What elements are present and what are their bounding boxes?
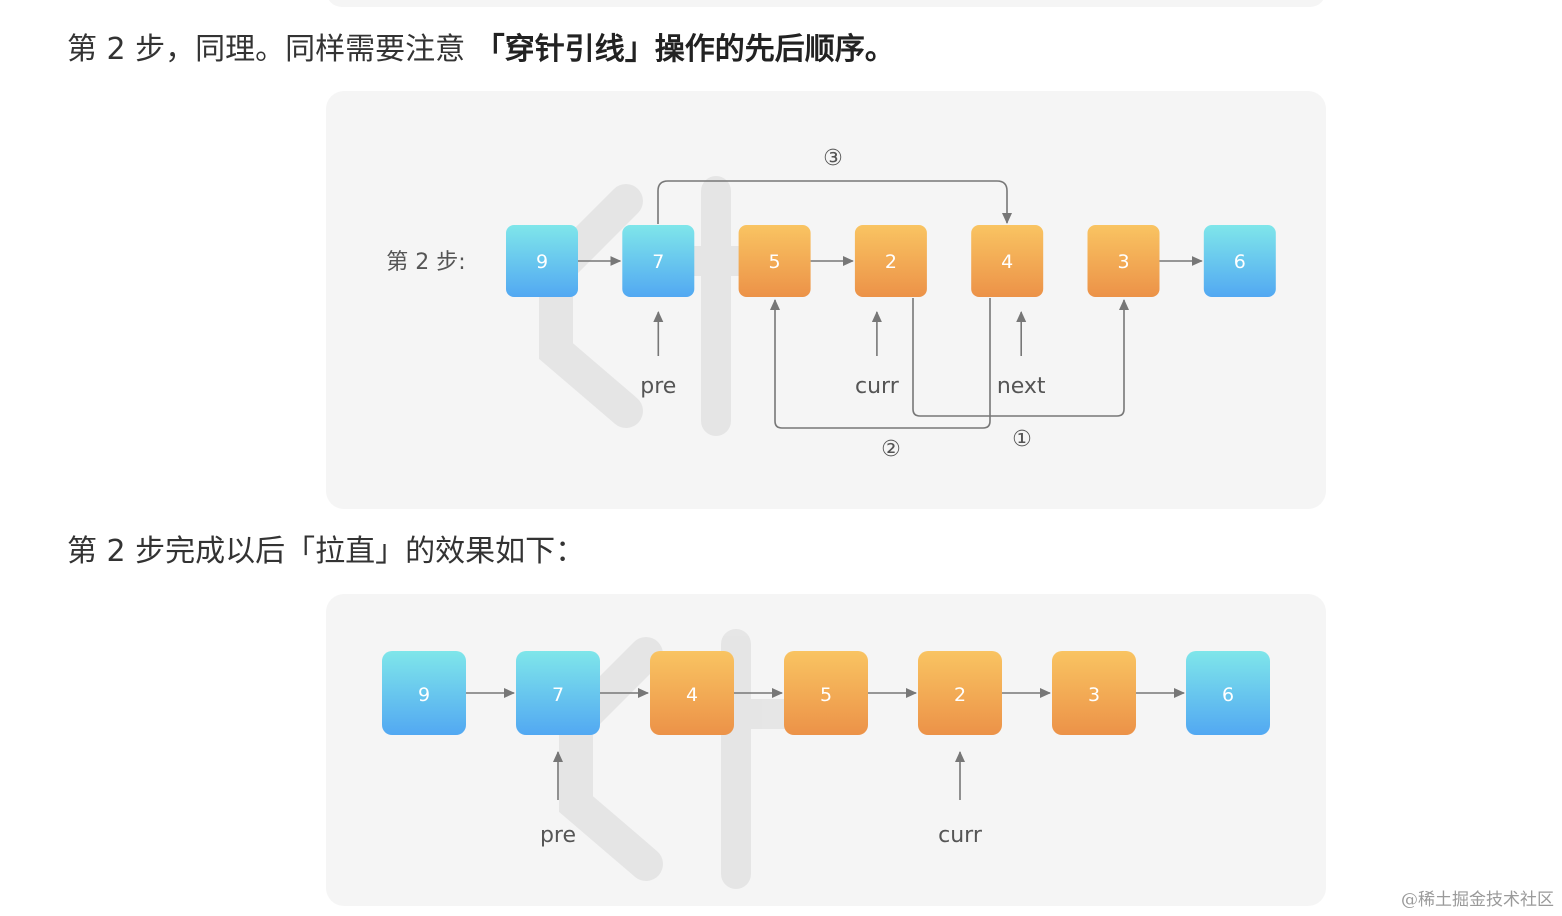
node-box [738,225,811,297]
site-watermark: @稀土掘金技术社区 [1401,890,1554,910]
node-box [1203,225,1276,297]
node-value: 3 [1088,684,1100,706]
node-value: 5 [820,684,832,706]
node-5: 5 [784,651,868,735]
diagram-step2-svg: 第 2 步: 9 7 5 2 4 3 6 pre curr next ③ ① ② [386,146,1276,462]
pointer-label-pre: pre [640,374,676,399]
node-box [918,651,1002,735]
rewire-path-step2 [770,298,991,429]
step-marker-3: ③ [823,146,843,171]
node-2: 2 [854,225,927,297]
node-box [650,651,734,735]
node-box [971,225,1044,297]
node-value: 6 [1222,684,1234,706]
previous-figure-bottom [326,0,1326,7]
node-box [1052,651,1136,735]
node-4: 4 [971,225,1044,297]
node-value: 4 [1001,251,1013,273]
node-value: 2 [885,251,897,273]
node-9: 9 [382,651,466,735]
node-value: 9 [418,684,430,706]
node-7: 7 [622,225,695,297]
node-6: 6 [1203,225,1276,297]
node-value: 6 [1234,251,1246,273]
node-box [506,225,578,297]
node-value: 2 [954,684,966,706]
node-2: 2 [918,651,1002,735]
node-9: 9 [506,225,578,297]
node-3: 3 [1052,651,1136,735]
paragraph-straightened-intro: 第 2 步完成以后「拉直」的效果如下： [67,534,586,569]
node-box [516,651,600,735]
pointer-label-next: next [997,374,1046,399]
paragraph-step2-text: 第 2 步，同理。同样需要注意 [67,32,475,67]
node-7: 7 [516,651,600,735]
node-5: 5 [738,225,811,297]
node-value: 9 [536,251,548,273]
node-box [1186,651,1270,735]
diagram-straightened-svg: 9 7 4 5 2 3 6 pre curr [382,629,1270,889]
node-value: 7 [652,251,664,273]
rewire-path-step3 [657,180,1012,224]
step-label: 第 2 步: [386,250,465,275]
step-marker-1: ① [1012,427,1032,452]
node-box [1087,225,1160,297]
node-value: 4 [686,684,698,706]
node-box [382,651,466,735]
node-value: 3 [1117,251,1129,273]
paragraph-step2-intro: 第 2 步，同理。同样需要注意 「穿针引线」操作的先后顺序。 [67,30,895,70]
pointer-label-curr: curr [855,374,900,399]
node-box [622,225,695,297]
node-box [854,225,927,297]
paragraph-step2-emphasis: 「穿针引线」操作的先后顺序。 [474,32,895,67]
node-6: 6 [1186,651,1270,735]
step-marker-2: ② [881,437,901,462]
node-value: 5 [769,251,781,273]
pointer-label-curr: curr [938,823,983,848]
figure-straightened-list: 9 7 4 5 2 3 6 pre curr [326,594,1326,906]
rewire-path-step1 [912,298,1129,417]
node-4: 4 [650,651,734,735]
pointer-label-pre: pre [540,823,576,848]
node-box [784,651,868,735]
figure-step2-rewire: 第 2 步: 9 7 5 2 4 3 6 pre curr next ③ ① ② [326,91,1326,509]
node-3: 3 [1087,225,1160,297]
node-value: 7 [552,684,564,706]
